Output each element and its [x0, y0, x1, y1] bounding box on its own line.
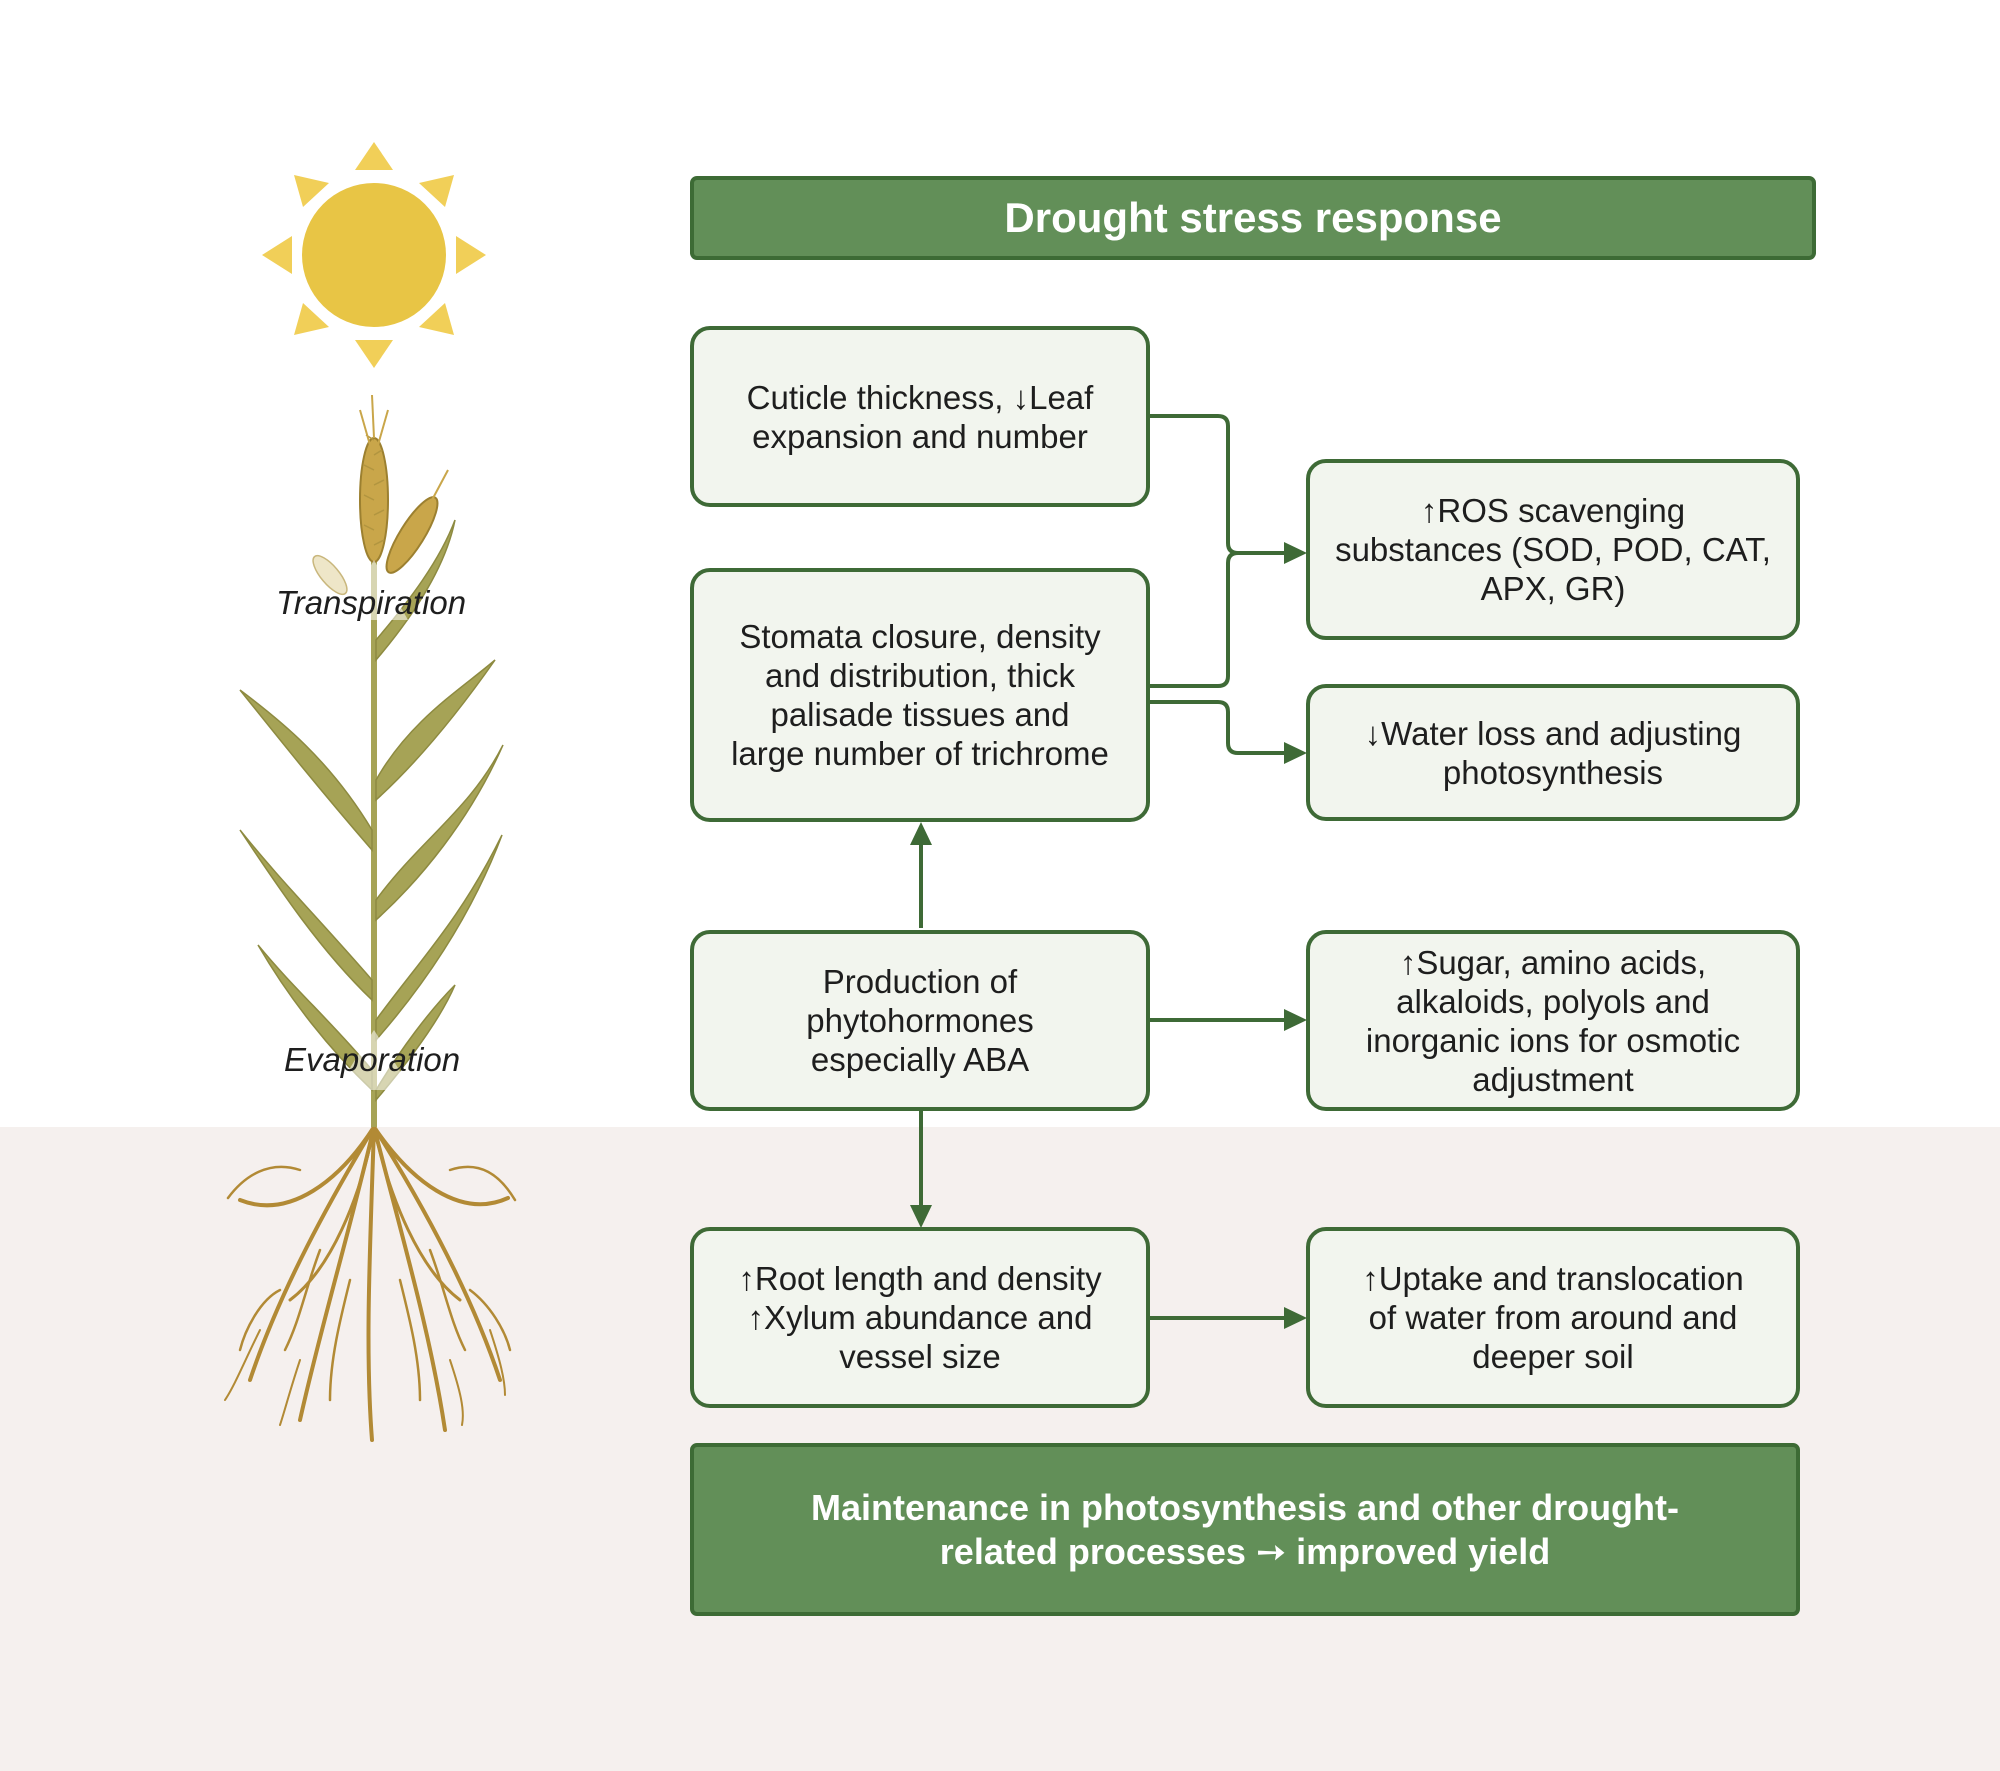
connector-stomata-to-waterloss — [1148, 700, 1290, 755]
page-title: Drought stress response — [1004, 194, 1502, 241]
title-banner: Drought stress response — [690, 176, 1816, 260]
arrowhead-root — [910, 1205, 932, 1228]
uptake-text: ↑Uptake and translocation of water from … — [1362, 1260, 1744, 1375]
footer-banner: Maintenance in photosynthesis and other … — [690, 1443, 1800, 1616]
arrowhead-osmotic — [1284, 1009, 1307, 1031]
connector-stomata-to-ros — [1148, 551, 1239, 688]
evaporation-label: Evaporation — [284, 1041, 461, 1078]
ros-text: ↑ROS scavenging substances (SOD, POD, CA… — [1335, 492, 1771, 607]
osmotic-box: ↑Sugar, amino acids, alkaloids, polyols … — [1306, 930, 1800, 1111]
phytohormones-box: Production of phytohormones especially A… — [690, 930, 1150, 1111]
cuticle-box: Cuticle thickness, ↓Leaf expansion and n… — [690, 326, 1150, 507]
transpiration-label: Transpiration — [276, 584, 467, 621]
arrowhead-ros — [1284, 542, 1307, 564]
arrowhead-stomata — [910, 822, 932, 845]
root-text: ↑Root length and density ↑Xylum abundanc… — [738, 1260, 1102, 1375]
connectors — [919, 414, 1290, 1320]
ros-box: ↑ROS scavenging substances (SOD, POD, CA… — [1306, 459, 1800, 640]
connector-cuticle-to-ros — [1148, 414, 1290, 555]
arrowhead-waterloss — [1284, 742, 1307, 764]
stomata-box: Stomata closure, density and distributio… — [690, 568, 1150, 822]
uptake-box: ↑Uptake and translocation of water from … — [1306, 1227, 1800, 1408]
sun-icon — [262, 142, 486, 368]
water-loss-box: ↓Water loss and adjusting photosynthesis — [1306, 684, 1800, 821]
phytohormones-text: Production of phytohormones especially A… — [806, 963, 1034, 1078]
roots — [224, 1125, 517, 1442]
wheat-ears — [312, 394, 449, 596]
osmotic-text: ↑Sugar, amino acids, alkaloids, polyols … — [1365, 943, 1741, 1098]
stomata-text: Stomata closure, density and distributio… — [731, 618, 1109, 772]
arrowheads — [910, 542, 1307, 1329]
arrowhead-uptake — [1284, 1307, 1307, 1329]
water-loss-text: ↓Water loss and adjusting photosynthesis — [1364, 714, 1742, 791]
footer-text: Maintenance in photosynthesis and other … — [810, 1486, 1680, 1572]
leaves — [239, 519, 504, 1103]
wheat-plant-icon — [224, 394, 517, 1442]
cuticle-text: Cuticle thickness, ↓Leaf expansion and n… — [746, 378, 1094, 455]
root-box: ↑Root length and density ↑Xylum abundanc… — [690, 1227, 1150, 1408]
